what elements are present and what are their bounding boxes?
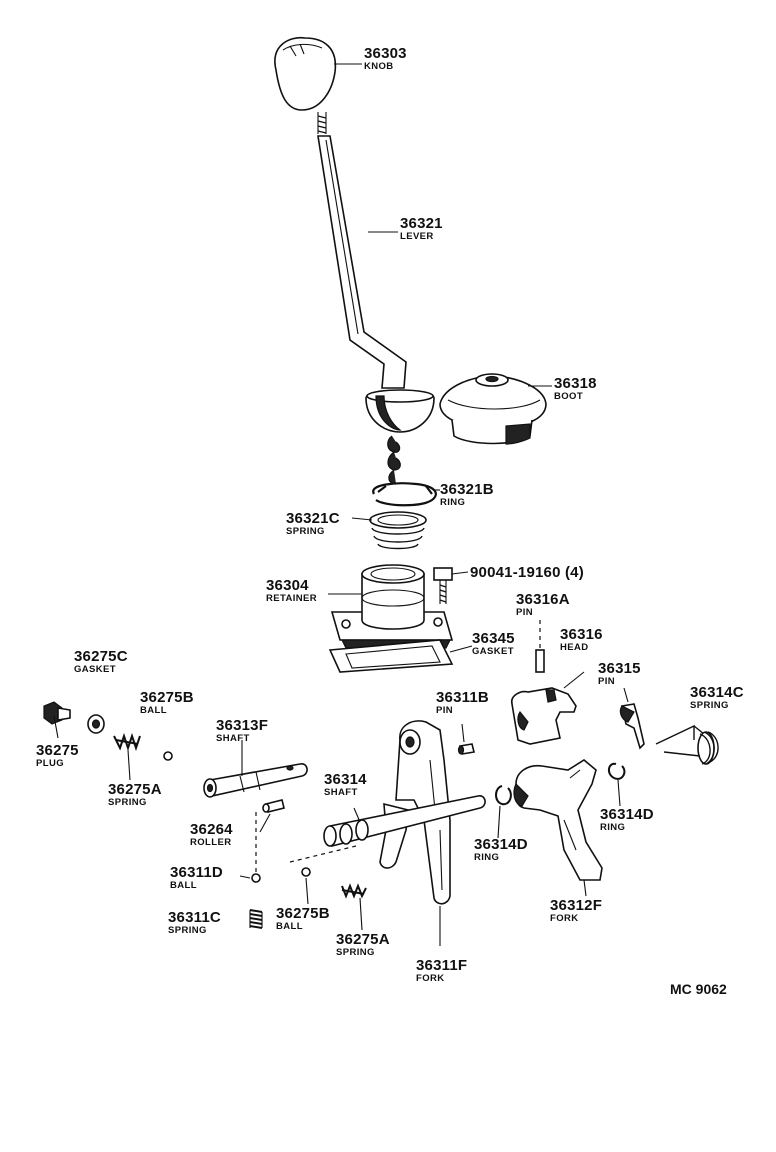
lever-drawing bbox=[317, 112, 435, 485]
ball-36275b-drawing bbox=[163, 751, 173, 761]
knob-drawing bbox=[274, 36, 337, 111]
ring-36314d-right-drawing bbox=[608, 762, 626, 807]
spring-36311c-drawing bbox=[249, 909, 263, 929]
ring-36314d-left-drawing bbox=[495, 785, 512, 839]
bolt-drawing bbox=[433, 567, 453, 604]
shaft-36314-drawing bbox=[323, 795, 486, 848]
ball-36311d-drawing bbox=[239, 873, 261, 883]
leader-lines bbox=[328, 63, 552, 946]
ring-36321b-drawing bbox=[372, 482, 437, 507]
spring-36275a-left-drawing bbox=[113, 732, 141, 781]
pin-36316a-drawing bbox=[535, 620, 545, 673]
pin-36315-drawing bbox=[619, 687, 645, 750]
shaft-36313f-drawing bbox=[203, 740, 308, 798]
head-36316-drawing bbox=[510, 671, 585, 745]
diagram-code: MC 9062 bbox=[670, 981, 727, 997]
boot-drawing bbox=[439, 373, 547, 445]
pin-36311b-drawing bbox=[457, 723, 475, 755]
gasket-36275c-drawing bbox=[87, 714, 105, 734]
part-label-bolt: 90041-19160 (4) bbox=[470, 564, 584, 581]
roller-36264-drawing bbox=[259, 799, 285, 833]
spring-36275a-center-drawing bbox=[341, 883, 367, 931]
fork-36312f-drawing bbox=[513, 759, 603, 897]
alignment-line-center bbox=[289, 845, 357, 863]
spring-36321c-drawing bbox=[369, 511, 427, 550]
ball-36275b-center-drawing bbox=[301, 867, 311, 905]
plug-36275-drawing bbox=[43, 701, 71, 739]
gasket-36345-drawing bbox=[328, 639, 454, 673]
spring-36314c-drawing bbox=[655, 724, 719, 765]
